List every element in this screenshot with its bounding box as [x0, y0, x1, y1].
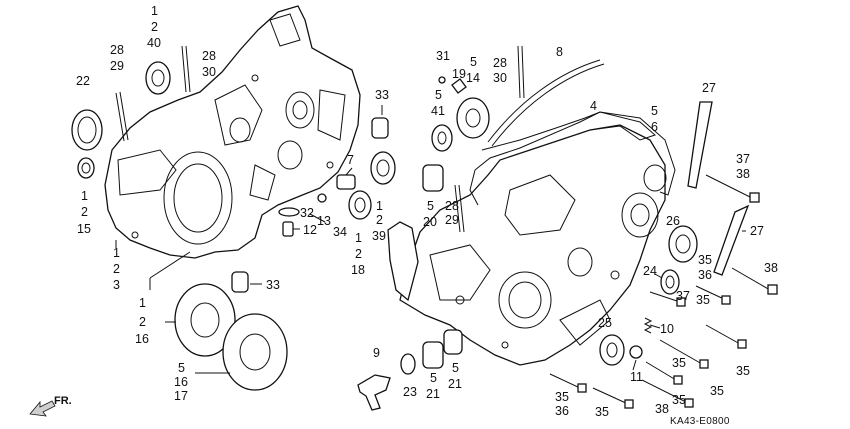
callout-label: 30 — [493, 71, 507, 85]
studs-and-bolts — [115, 45, 778, 411]
callout-label: 30 — [202, 65, 216, 79]
callout-label: 36 — [555, 404, 569, 418]
callout-label: 35 — [710, 384, 724, 398]
leader-lines — [115, 105, 746, 374]
diagram-code: KA43-E0800 — [670, 416, 730, 427]
callout-labels: 1 2 40 28 29 28 30 22 1 2 15 1 2 3 33 7 … — [76, 4, 778, 419]
callout-label: 1 — [139, 296, 146, 310]
callout-label: 31 — [436, 49, 450, 63]
callout-label: 14 — [466, 71, 480, 85]
callout-label: 24 — [643, 264, 657, 278]
callout-label: 35 — [595, 405, 609, 419]
callout-label: 5 — [435, 88, 442, 102]
callout-label: 38 — [736, 167, 750, 181]
callout-label: 2 — [139, 315, 146, 329]
callout-label: 5 — [651, 104, 658, 118]
bearings-and-seals — [71, 61, 698, 391]
callout-label: 15 — [77, 222, 91, 236]
callout-label: 39 — [372, 229, 386, 243]
callout-label: 17 — [174, 389, 188, 403]
callout-label: 28 — [110, 43, 124, 57]
callout-label: 12 — [303, 223, 317, 237]
callout-label: 16 — [135, 332, 149, 346]
callout-label: 25 — [598, 316, 612, 330]
callout-label: 35 — [672, 356, 686, 370]
callout-label: 6 — [651, 120, 658, 134]
front-arrow-icon: FR. — [29, 395, 72, 417]
callout-label: 5 — [178, 361, 185, 375]
callout-label: 37 — [676, 289, 690, 303]
callout-label: 33 — [266, 278, 280, 292]
direction-marker: FR. — [54, 395, 72, 407]
callout-label: 38 — [764, 261, 778, 275]
callout-label: 27 — [750, 224, 764, 238]
callout-label: 35 — [698, 253, 712, 267]
callout-label: 19 — [452, 67, 466, 81]
callout-label: 23 — [403, 385, 417, 399]
callout-label: 20 — [423, 215, 437, 229]
callout-label: 28 — [445, 199, 459, 213]
callout-label: 41 — [431, 104, 445, 118]
callout-label: 35 — [696, 293, 710, 307]
callout-label: 5 — [470, 55, 477, 69]
callout-label: 1 — [376, 199, 383, 213]
callout-label: 4 — [590, 99, 597, 113]
callout-label: 11 — [630, 370, 643, 384]
callout-label: 22 — [76, 74, 90, 88]
callout-label: 40 — [147, 36, 161, 50]
callout-label: 28 — [202, 49, 216, 63]
callout-label: 35 — [672, 393, 686, 407]
callout-label: 9 — [373, 346, 380, 360]
left-crankcase — [104, 5, 361, 259]
callout-label: 18 — [351, 263, 365, 277]
callout-label: 27 — [702, 81, 716, 95]
callout-label: 37 — [736, 152, 750, 166]
callout-label: 35 — [555, 390, 569, 404]
callout-label: 21 — [448, 377, 462, 391]
callout-label: 10 — [660, 322, 674, 336]
callout-label: 7 — [347, 153, 354, 167]
callout-label: 5 — [452, 361, 459, 375]
right-crankcase — [387, 111, 667, 366]
callout-label: 1 — [113, 246, 120, 260]
callout-label: 8 — [556, 45, 563, 59]
callout-label: 35 — [736, 364, 750, 378]
callout-label: 1 — [151, 4, 158, 18]
callout-label: 5 — [427, 199, 434, 213]
callout-label: 32 — [300, 206, 314, 220]
callout-label: 2 — [151, 20, 158, 34]
callout-label: 2 — [81, 205, 88, 219]
crankcase-gasket — [469, 111, 676, 206]
callout-label: 16 — [174, 375, 188, 389]
callout-label: 21 — [426, 387, 440, 401]
callout-label: 13 — [317, 214, 331, 228]
callout-label: 29 — [445, 213, 459, 227]
callout-label: 38 — [655, 402, 669, 416]
callout-label: 26 — [666, 214, 680, 228]
callout-label: 33 — [375, 88, 389, 102]
callout-label: 2 — [113, 262, 120, 276]
callout-label: 36 — [698, 268, 712, 282]
callout-label: 2 — [355, 247, 362, 261]
callout-label: 3 — [113, 278, 120, 292]
callout-label: 28 — [493, 56, 507, 70]
callout-label: 1 — [355, 231, 362, 245]
callout-label: 34 — [333, 225, 347, 239]
callout-label: 5 — [430, 371, 437, 385]
callout-label: 1 — [81, 189, 88, 203]
callout-label: 2 — [376, 213, 383, 227]
callout-label: 29 — [110, 59, 124, 73]
